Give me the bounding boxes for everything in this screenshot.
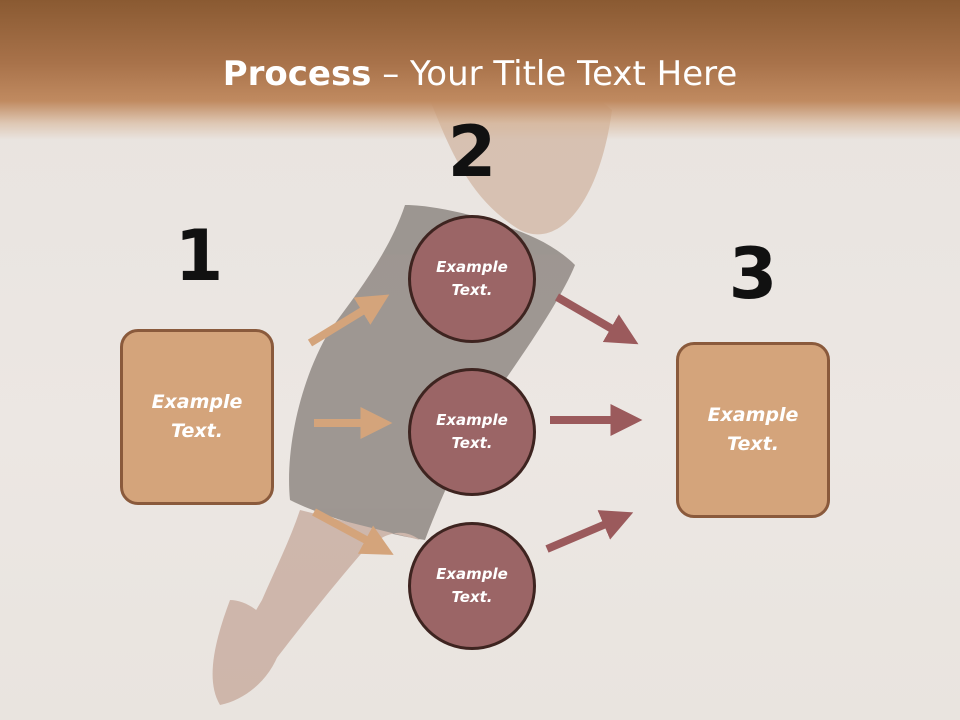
- left-box[interactable]: Example Text.: [120, 329, 274, 505]
- circle-bottom[interactable]: Example Text.: [408, 522, 536, 650]
- title-bold: Process: [222, 54, 372, 94]
- step-number-3: 3: [728, 233, 778, 315]
- circle-middle[interactable]: Example Text.: [408, 368, 536, 496]
- right-box-text: Example Text.: [707, 404, 799, 455]
- step-number-2: 2: [447, 111, 497, 193]
- slide-title: Process – Your Title Text Here: [0, 52, 960, 96]
- circle-top-text: Example Text.: [436, 258, 508, 299]
- title-band: [0, 0, 960, 140]
- circle-bottom-text: Example Text.: [436, 565, 508, 606]
- circle-top[interactable]: Example Text.: [408, 215, 536, 343]
- right-box[interactable]: Example Text.: [676, 342, 830, 518]
- title-rest: – Your Title Text Here: [371, 54, 738, 94]
- left-box-text: Example Text.: [151, 391, 243, 442]
- circle-middle-text: Example Text.: [436, 411, 508, 452]
- step-number-1: 1: [174, 215, 224, 297]
